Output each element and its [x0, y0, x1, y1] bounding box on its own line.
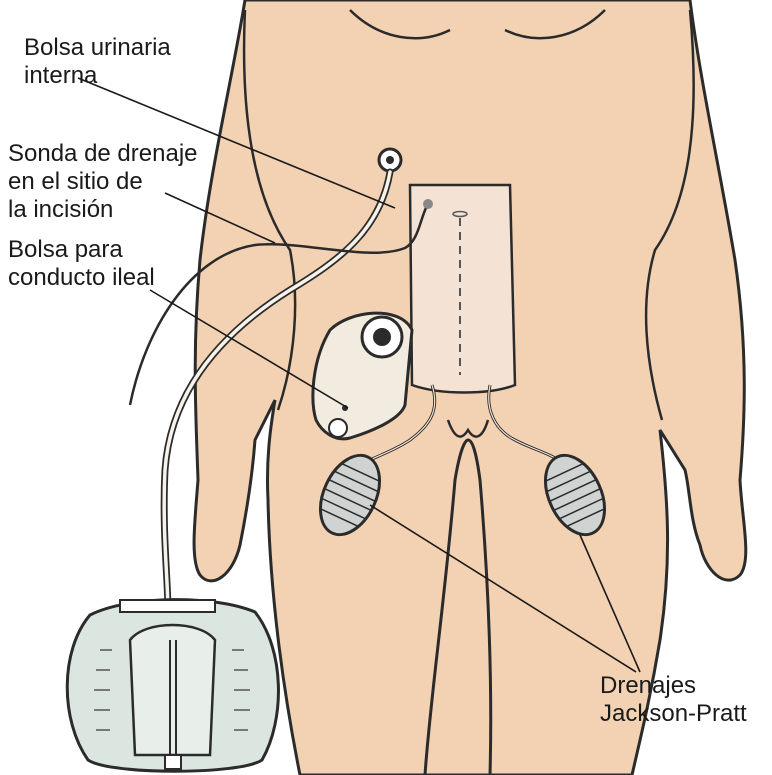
label-ileal-bag-line1: Bolsa para	[8, 236, 155, 264]
label-drain-tube: Sonda de drenaje en el sitio de la incis…	[8, 140, 198, 224]
urine-collection-bag	[67, 600, 278, 772]
label-internal-bag-line2: interna	[24, 62, 171, 90]
label-jp-drains-line2: Jackson-Pratt	[600, 700, 747, 728]
stoma-opening	[373, 328, 391, 346]
label-jp-drains: Drenajes Jackson-Pratt	[600, 672, 747, 728]
drain-insertion-point	[423, 199, 433, 209]
internal-bag-port-center	[386, 156, 394, 164]
label-drain-tube-line3: la incisión	[8, 196, 198, 224]
label-drain-tube-line1: Sonda de drenaje	[8, 140, 198, 168]
label-jp-drains-line1: Drenajes	[600, 672, 747, 700]
label-internal-bag: Bolsa urinaria interna	[24, 34, 171, 90]
label-drain-tube-line2: en el sitio de	[8, 168, 198, 196]
label-ileal-bag: Bolsa para conducto ileal	[8, 236, 155, 292]
ileal-bag-outlet	[329, 419, 347, 437]
label-internal-bag-line1: Bolsa urinaria	[24, 34, 171, 62]
label-ileal-bag-line2: conducto ileal	[8, 264, 155, 292]
